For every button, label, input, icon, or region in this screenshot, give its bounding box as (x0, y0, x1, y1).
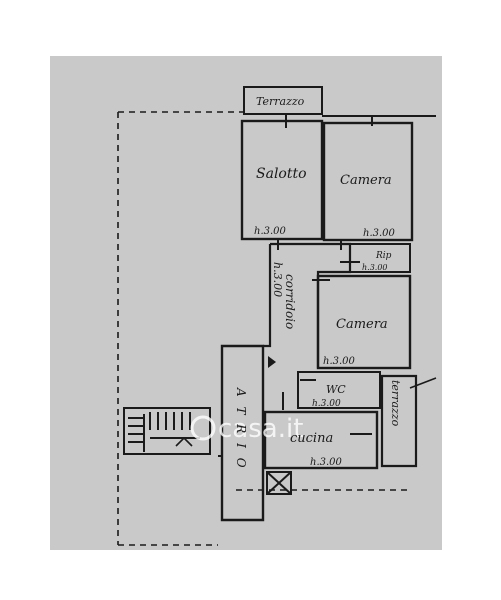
shaft-cross (266, 471, 292, 495)
label-ripostiglio-height: h.3.00 (362, 263, 388, 272)
wall-atrio (220, 344, 265, 522)
door-arrow-icon (268, 356, 276, 368)
label-camera-middle: Camera (336, 317, 388, 332)
wall-salotto (240, 119, 324, 241)
wall-wc (297, 371, 381, 409)
label-terrazzo-side: terrazzo (389, 380, 402, 427)
label-salotto-height: h.3.00 (254, 226, 287, 237)
label-terrazzo-top: Terrazzo (256, 95, 305, 108)
shaft-box (266, 471, 292, 495)
label-corridoio-height: h.3.00 (271, 262, 284, 297)
watermark: casa.it (190, 414, 303, 444)
wall-cucina (263, 410, 379, 470)
label-salotto: Salotto (256, 166, 307, 182)
label-corridoio: corridoio (283, 274, 297, 329)
label-camera-top-height: h.3.00 (363, 228, 396, 239)
staircase (123, 407, 211, 455)
wall-ripostiglio (349, 243, 411, 273)
wall-terrazzo-side (380, 374, 418, 468)
stair-arrow-icon (175, 436, 193, 447)
wall-camera-middle (316, 274, 412, 370)
label-cucina-height: h.3.00 (310, 457, 343, 468)
wall-corridoio-left (263, 244, 272, 348)
label-camera-top: Camera (340, 173, 392, 188)
label-atrio: A T R I O (234, 387, 248, 471)
label-ripostiglio: Rip (375, 251, 392, 261)
watermark-logo-icon (190, 415, 216, 441)
label-wc-height: h.3.00 (312, 399, 341, 409)
wall-terrazzo-side-edge (409, 377, 437, 389)
wall-terrazzo-top (243, 86, 323, 115)
label-cucina: cucina (290, 431, 333, 446)
label-wc: WC (326, 383, 346, 396)
label-camera-middle-height: h.3.00 (323, 356, 356, 367)
wall-camera-top (322, 121, 414, 242)
watermark-text: casa.it (218, 414, 303, 444)
